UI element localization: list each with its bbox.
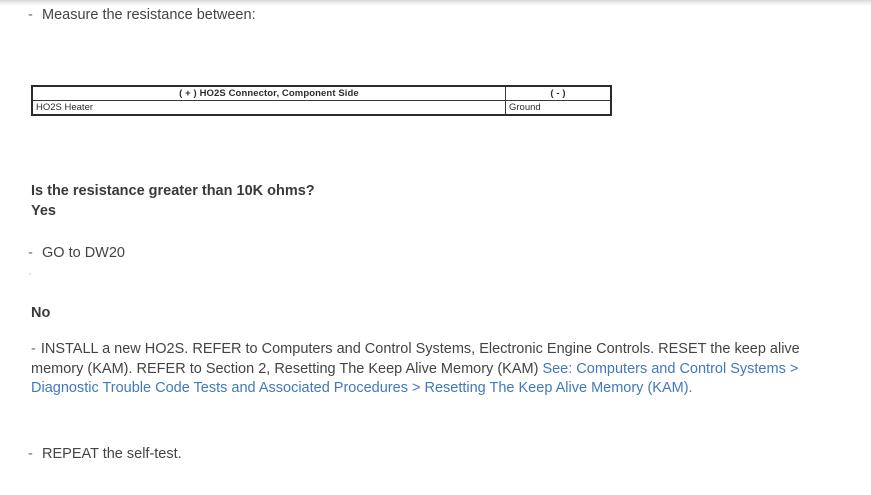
no-action-repeat-text: REPEAT the self-test.: [42, 446, 182, 462]
no-action-install-text: INSTALL a new HO2S. REFER to Computers a…: [31, 341, 800, 377]
bullet-dash-icon: -: [31, 341, 36, 357]
yes-action-text: GO to DW20: [42, 245, 125, 261]
table-cell-positive-terminal: HO2S Heater: [31, 100, 506, 116]
kam-reset-procedure-link[interactable]: See: Computers and Control Systems > Dia…: [31, 360, 799, 397]
answer-no-label: No: [31, 305, 51, 321]
step-measure-resistance-text: Measure the resistance between:: [42, 7, 256, 23]
answer-yes-label: Yes: [31, 203, 56, 219]
hos2-connector-table: ( + ) HO2S Connector, Component Side ( -…: [31, 85, 612, 116]
orphan-bullet-dash-icon: -: [28, 268, 32, 280]
no-action-repeat-self-test: -REPEAT the self-test.: [28, 445, 182, 463]
table-row: HO2S Heater Ground: [31, 100, 612, 116]
bullet-dash-icon: -: [28, 446, 33, 462]
yes-action-go-to-dw20: -GO to DW20: [28, 244, 125, 262]
table-header-row: ( + ) HO2S Connector, Component Side ( -…: [31, 85, 612, 101]
bullet-dash-icon: -: [28, 245, 33, 261]
no-action-install-paragraph: -INSTALL a new HO2S. REFER to Computers …: [31, 340, 841, 399]
viewport-top-edge-band: [0, 0, 871, 6]
bullet-dash-icon: -: [28, 7, 33, 23]
step-measure-resistance: -Measure the resistance between:: [28, 6, 256, 24]
question-text: Is the resistance greater than 10K ohms?: [31, 183, 315, 199]
table-header-negative: ( - ): [505, 85, 612, 101]
table-header-positive: ( + ) HO2S Connector, Component Side: [31, 85, 506, 101]
table-cell-negative-terminal: Ground: [505, 100, 612, 116]
